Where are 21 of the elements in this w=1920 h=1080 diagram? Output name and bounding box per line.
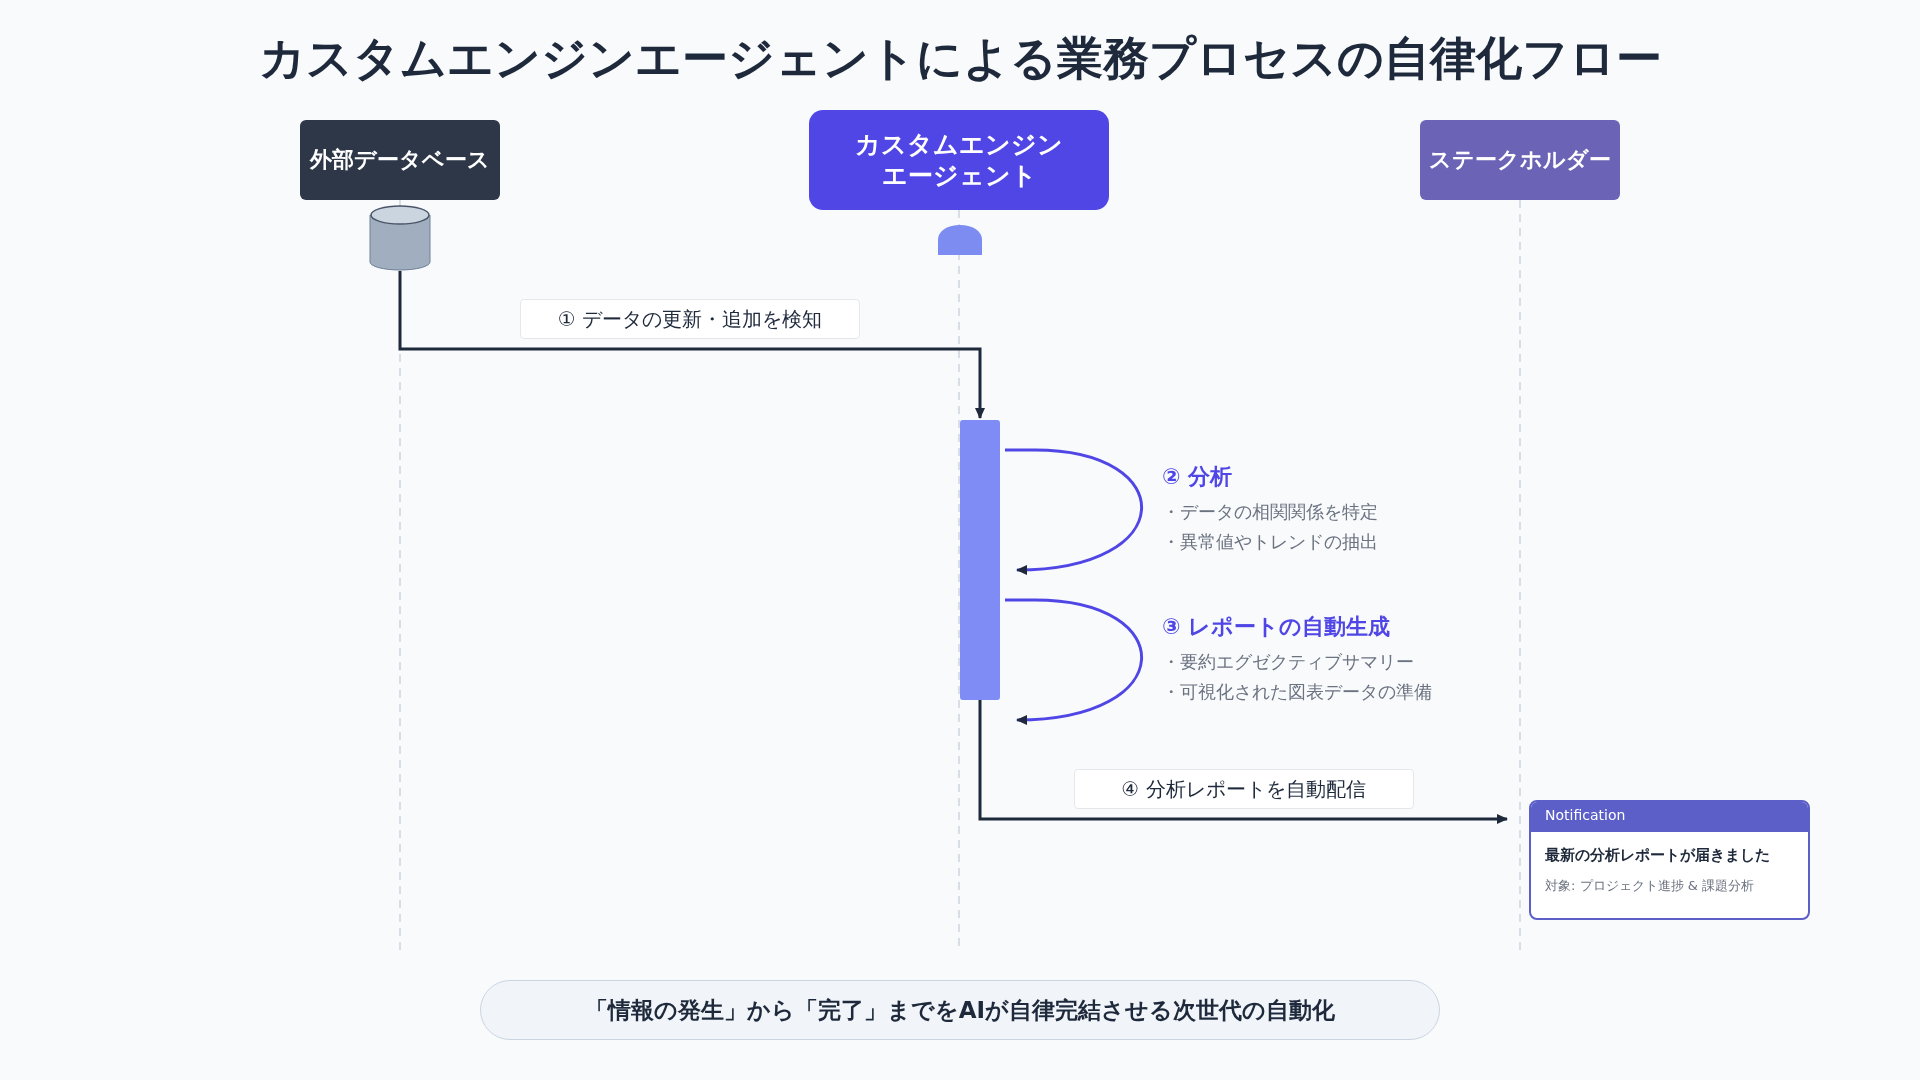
- step-heading: ② 分析: [1162, 463, 1234, 491]
- notification-text: 最新の分析レポートが届きました: [1544, 845, 1771, 865]
- arrow: [978, 700, 1508, 824]
- bullet-text: ・データの相関関係を特定: [1162, 500, 1379, 524]
- participant-box: ステークホルダー: [1420, 120, 1620, 200]
- bullet-text: ・可視化された図表データの準備: [1162, 680, 1433, 704]
- edge-label: ④ 分析レポートを自動配信: [1073, 769, 1414, 809]
- card-header: Notification: [1531, 802, 1808, 832]
- arrow: [398, 271, 985, 419]
- edge-label: ① データの更新・追加を検知: [520, 299, 860, 339]
- arrow: [1005, 598, 1143, 725]
- title: カスタムエンジンエージェントによる業務プロセスの自律化フロー: [257, 30, 1663, 87]
- step-heading: ③ レポートの自動生成: [1162, 613, 1392, 641]
- notification-subtext: 対象: プロジェクト進捗 & 課題分析: [1544, 877, 1755, 895]
- notification-card: [1529, 800, 1810, 920]
- arrow: [1005, 448, 1143, 575]
- bullet-text: ・要約エグゼクティブサマリー: [1162, 650, 1415, 674]
- bullet-text: ・異常値やトレンドの抽出: [1162, 530, 1379, 554]
- summary-banner: 「情報の発生」から「完了」までをAIが自律完結させる次世代の自動化: [480, 980, 1440, 1040]
- participant-box: 外部データベース: [300, 120, 500, 200]
- participant-box: カスタムエンジンエージェント: [809, 110, 1109, 210]
